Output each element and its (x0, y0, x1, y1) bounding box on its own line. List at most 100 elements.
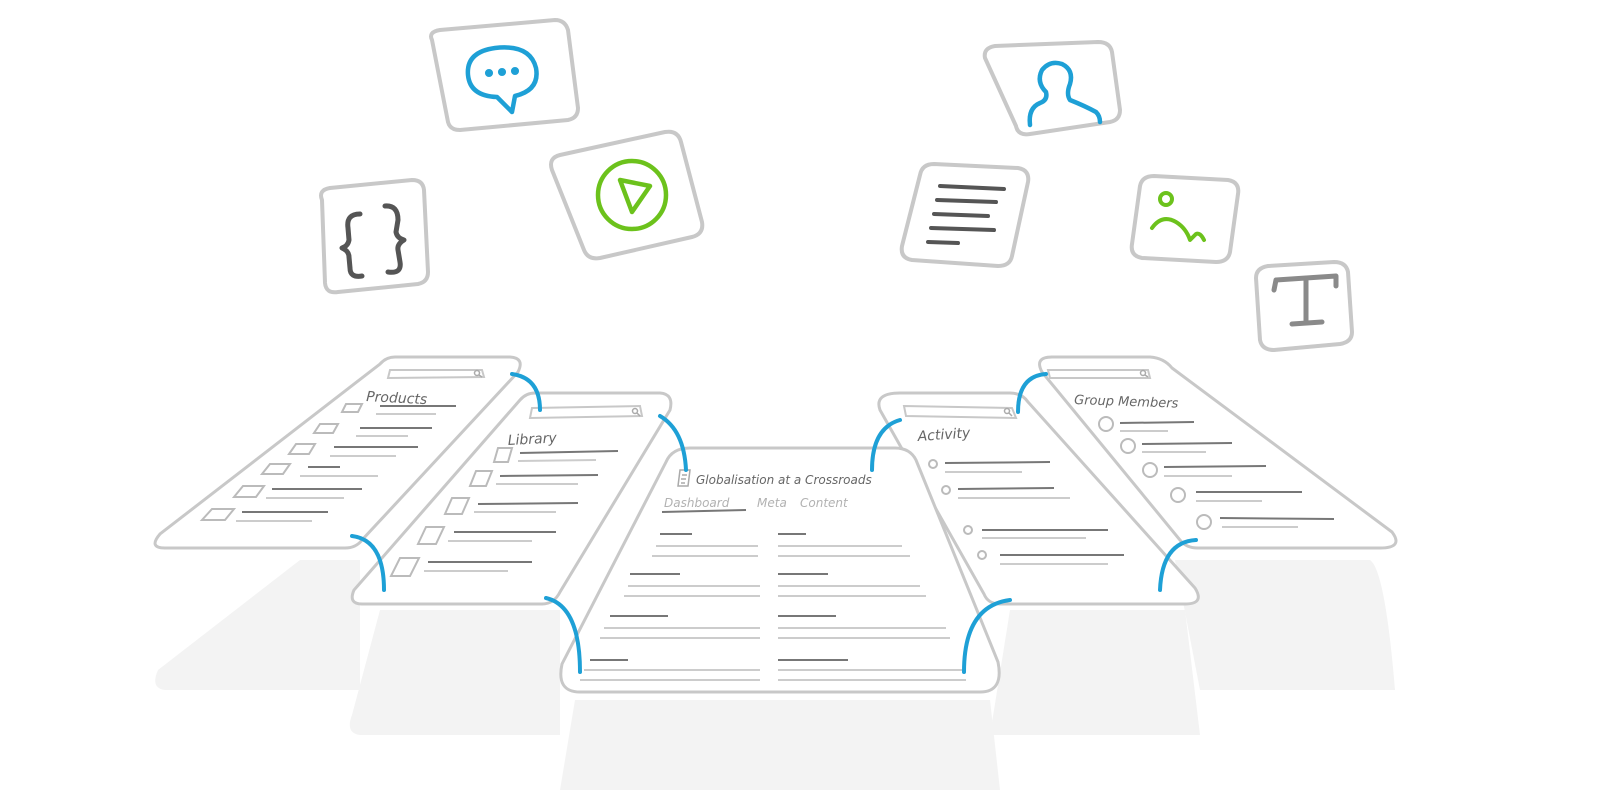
code-braces-card[interactable] (319, 178, 430, 295)
document-icon (468, 470, 494, 487)
list-item[interactable] (1098, 416, 1195, 432)
products-search-field[interactable] (386, 369, 486, 380)
list-item[interactable] (231, 485, 362, 499)
list-item[interactable] (199, 508, 328, 522)
bookmark-icon (231, 485, 266, 498)
library-search-field[interactable] (528, 404, 644, 420)
document-icon (389, 557, 421, 577)
search-icon (1139, 369, 1149, 378)
list-item[interactable] (941, 485, 1070, 499)
screen-document[interactable]: Globalisation at a Crossroads Dashboard … (559, 446, 1001, 694)
image-card[interactable] (1129, 174, 1241, 264)
member-avatar-icon (1120, 438, 1136, 454)
content-block (624, 573, 926, 597)
list-item[interactable] (259, 463, 378, 477)
screen-library[interactable]: Library (350, 391, 673, 606)
active-tab-indicator (661, 509, 747, 513)
screen-group-members[interactable]: Group Members (1038, 355, 1398, 550)
list-item[interactable] (1170, 487, 1302, 503)
connector-products-library-bottom (350, 534, 386, 592)
bookmark-icon (340, 403, 364, 413)
bullet-icon (977, 550, 987, 560)
connectors (350, 372, 1198, 674)
shadow-document (560, 700, 1000, 790)
content-block (580, 659, 966, 681)
text-document-card[interactable] (899, 162, 1031, 268)
tab-content[interactable]: Content (800, 496, 849, 510)
chat-bubble-card[interactable] (429, 18, 580, 132)
shadow-members (1175, 560, 1395, 690)
activity-rows (928, 459, 1124, 565)
user-icon (1027, 60, 1103, 128)
member-avatar-icon (1142, 462, 1158, 478)
chat-bubble-icon (465, 45, 539, 115)
shadow-activity (990, 610, 1200, 735)
shadow-products (155, 560, 360, 690)
bullet-icon (928, 459, 938, 469)
shadow-library (349, 610, 560, 735)
search-icon (473, 369, 483, 378)
tab-meta[interactable]: Meta (757, 496, 787, 510)
document-icon (416, 526, 446, 545)
bookmark-icon (312, 423, 340, 434)
member-avatar-icon (1098, 416, 1114, 432)
list-item[interactable] (443, 497, 579, 515)
list-item[interactable] (492, 447, 619, 463)
document-title: Globalisation at a Crossroads (696, 473, 872, 487)
bullet-icon (963, 525, 973, 535)
document-tabs: Dashboard Meta Content (661, 496, 849, 513)
connector-document-activity-bottom (962, 598, 1012, 674)
document-icon (443, 497, 471, 515)
play-card[interactable] (549, 129, 705, 261)
member-avatar-icon (1196, 514, 1212, 530)
document-body (580, 533, 966, 681)
list-item[interactable] (312, 423, 432, 437)
text-type-card[interactable] (1254, 260, 1354, 352)
image-icon (1150, 191, 1206, 242)
list-item[interactable] (389, 557, 532, 577)
list-item[interactable] (340, 403, 456, 415)
bullet-icon (941, 485, 951, 495)
connector-library-document-top (658, 414, 688, 472)
bookmark-icon (259, 463, 292, 475)
library-rows (389, 447, 619, 577)
list-item[interactable] (468, 470, 599, 487)
list-item[interactable] (1196, 514, 1335, 530)
list-item[interactable] (977, 550, 1124, 565)
connector-products-library-top (510, 372, 542, 412)
screen-shadows (155, 560, 1395, 790)
list-item[interactable] (287, 443, 418, 457)
activity-search-field[interactable] (902, 404, 1018, 420)
tab-dashboard[interactable]: Dashboard (664, 496, 730, 510)
user-card[interactable] (982, 40, 1122, 137)
screen-activity[interactable]: Activity (877, 391, 1200, 606)
connector-library-document-bottom (544, 596, 582, 674)
products-rows (199, 403, 456, 522)
members-search-field[interactable] (1046, 369, 1152, 379)
content-block (600, 615, 950, 639)
member-avatar-icon (1170, 487, 1186, 503)
connector-document-activity-top (870, 418, 902, 472)
list-item[interactable] (1120, 438, 1233, 454)
members-title: Group Members (1074, 393, 1179, 412)
content-block (652, 533, 910, 557)
list-item[interactable] (928, 459, 1051, 473)
text-type-icon (1271, 273, 1339, 327)
activity-title: Activity (916, 425, 971, 445)
bookmark-icon (199, 508, 237, 521)
floating-icons (319, 18, 1354, 352)
library-title: Library (507, 430, 557, 449)
list-item[interactable] (416, 526, 556, 545)
search-icon (1003, 407, 1013, 417)
list-item[interactable] (963, 525, 1108, 539)
connector-activity-members-top (1016, 372, 1048, 414)
list-item[interactable] (1142, 462, 1267, 478)
screen-products[interactable]: Products (153, 355, 522, 550)
bookmark-icon (287, 443, 317, 455)
play-icon (595, 158, 669, 232)
code-braces-icon (339, 203, 407, 279)
connector-activity-members-bottom (1158, 538, 1198, 592)
members-rows (1098, 416, 1335, 530)
